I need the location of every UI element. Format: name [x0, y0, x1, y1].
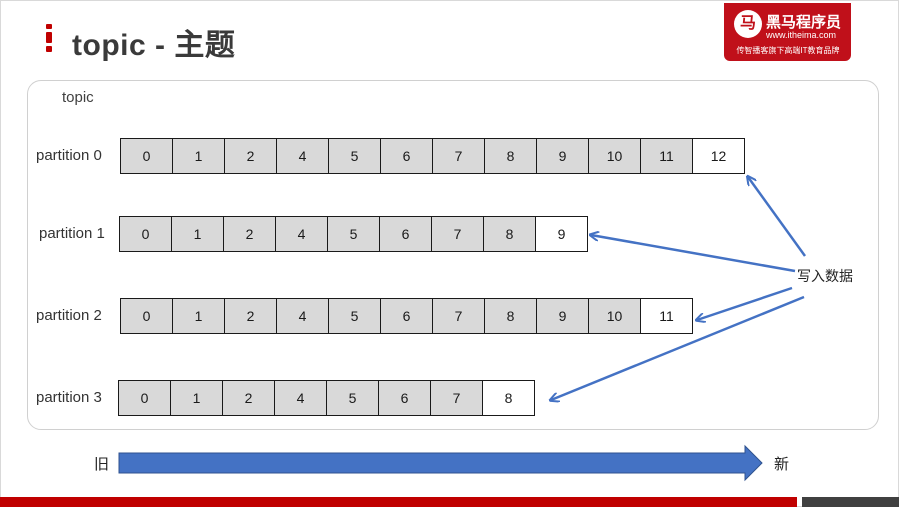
- message-cell: 7: [432, 138, 485, 174]
- topic-label: topic: [62, 89, 94, 106]
- topic-container: [27, 80, 879, 430]
- write-arrow-p3: [551, 295, 805, 400]
- message-cell: 0: [120, 138, 173, 174]
- write-arrow-p0: [748, 177, 807, 257]
- message-cell: 4: [275, 216, 328, 252]
- message-cell: 1: [172, 298, 225, 334]
- footer-gray-bar: [802, 497, 899, 507]
- message-cell: 5: [326, 380, 379, 416]
- message-cell: 8: [483, 216, 536, 252]
- message-cell: 6: [380, 298, 433, 334]
- logo-name: 黑马程序员: [766, 14, 842, 31]
- message-cell: 11: [640, 138, 693, 174]
- message-cell: 4: [274, 380, 327, 416]
- message-cell: 2: [223, 216, 276, 252]
- brand-logo: 马 黑马程序员 www.itheima.com 传智播客旗下高端IT教育品牌: [724, 3, 851, 61]
- message-cell: 5: [328, 298, 381, 334]
- message-cell: 7: [431, 216, 484, 252]
- message-cell: 0: [120, 298, 173, 334]
- new-message-cell: 8: [482, 380, 535, 416]
- message-cell: 2: [224, 298, 277, 334]
- footer-red-bar: [0, 497, 797, 507]
- message-cell: 9: [536, 298, 589, 334]
- old-label: 旧: [94, 456, 110, 473]
- new-label: 新: [774, 456, 790, 473]
- title-accent-icon: [46, 24, 52, 52]
- message-cell: 0: [119, 216, 172, 252]
- partition-label: partition 1: [39, 225, 105, 242]
- message-cell: 7: [430, 380, 483, 416]
- message-cell: 2: [224, 138, 277, 174]
- message-cell: 4: [276, 138, 329, 174]
- page-title: topic - 主题: [72, 29, 236, 62]
- time-arrow: [118, 444, 763, 482]
- message-cell: 4: [276, 298, 329, 334]
- message-cell: 6: [379, 216, 432, 252]
- message-cell: 5: [327, 216, 380, 252]
- new-message-cell: 12: [692, 138, 745, 174]
- message-cell: 2: [222, 380, 275, 416]
- partition-label: partition 2: [36, 307, 102, 324]
- logo-slogan: 传智播客旗下高端IT教育品牌: [736, 46, 840, 55]
- new-message-cell: 11: [640, 298, 693, 334]
- message-cell: 6: [378, 380, 431, 416]
- message-cell: 9: [536, 138, 589, 174]
- logo-url: www.itheima.com: [766, 30, 837, 40]
- horse-logo-icon: 马: [734, 10, 762, 38]
- partition-label: partition 3: [36, 389, 102, 406]
- new-message-cell: 9: [535, 216, 588, 252]
- message-cell: 5: [328, 138, 381, 174]
- message-cell: 1: [172, 138, 225, 174]
- message-cell: 1: [171, 216, 224, 252]
- partition-label: partition 0: [36, 147, 102, 164]
- message-cell: 1: [170, 380, 223, 416]
- write-data-label: 写入数据: [797, 268, 853, 284]
- write-arrow-p2: [697, 286, 793, 320]
- write-arrow-p1: [591, 235, 796, 273]
- message-cell: 7: [432, 298, 485, 334]
